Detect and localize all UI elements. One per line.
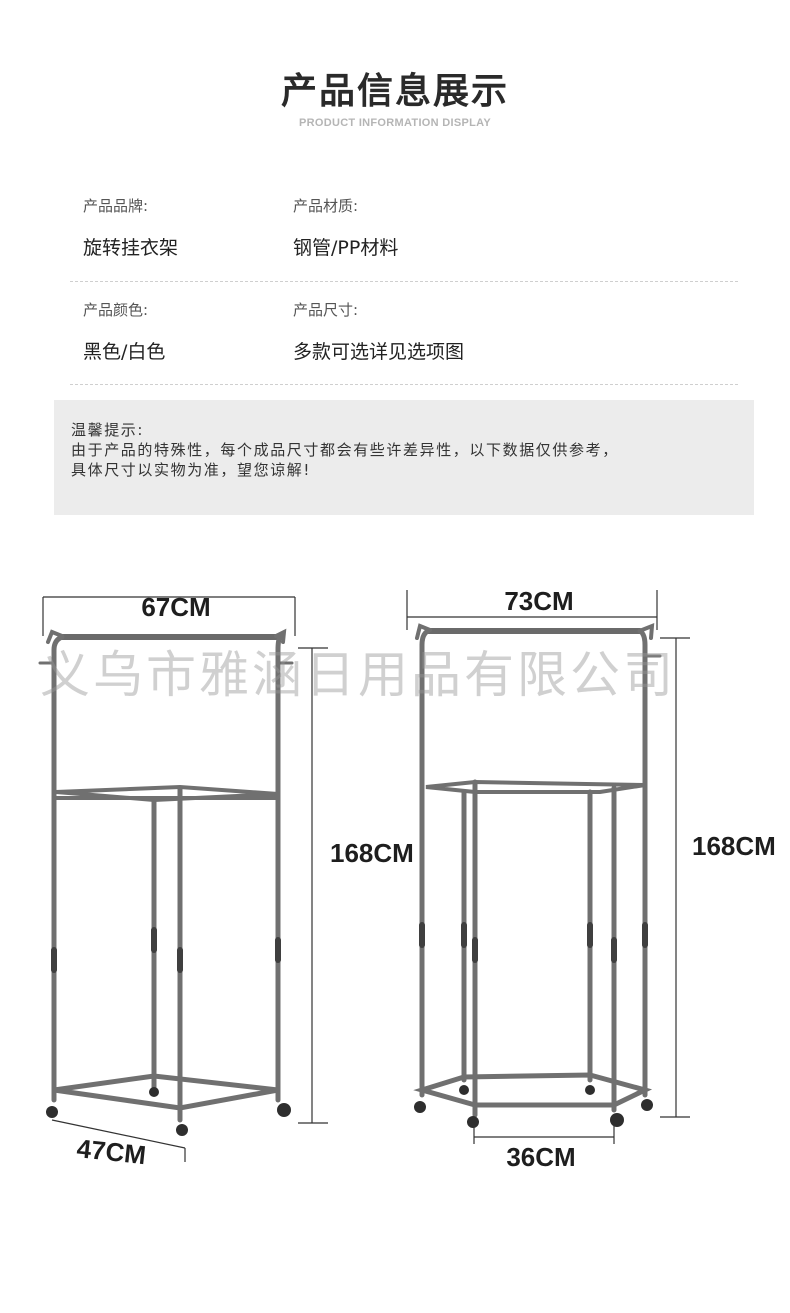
- right-height-label: 168CM: [692, 831, 776, 861]
- brand-value: 旋转挂衣架: [83, 237, 179, 259]
- left-width-label: 67CM: [141, 592, 210, 622]
- page-title: 产品信息展示: [280, 71, 509, 112]
- brand-label: 产品品牌:: [83, 197, 149, 215]
- size-label: 产品尺寸:: [293, 301, 359, 319]
- material-label: 产品材质:: [293, 197, 359, 215]
- product-dimension-diagram: 67CM 168CM 47CM: [38, 586, 776, 1172]
- notice-box: 温馨提示: 由于产品的特殊性，每个成品尺寸都会有些许差异性，以下数据仅供参考， …: [54, 400, 754, 515]
- size-value: 多款可选详见选项图: [293, 341, 465, 363]
- divider: [70, 384, 738, 385]
- notice-line: 具体尺寸以实物为准，望您谅解!: [71, 461, 312, 479]
- material-value: 钢管/PP材料: [293, 237, 399, 259]
- left-dimension-lines: [42, 596, 328, 1162]
- left-depth-label: 47CM: [75, 1133, 147, 1170]
- right-depth-label: 36CM: [506, 1142, 575, 1172]
- watermark-text: 义乌市雅涵日用品有限公司: [40, 646, 676, 704]
- right-rack-wheels: [414, 1085, 653, 1128]
- notice-line: 由于产品的特殊性，每个成品尺寸都会有些许差异性，以下数据仅供参考，: [71, 441, 619, 459]
- color-value: 黑色/白色: [83, 341, 166, 363]
- right-width-label: 73CM: [504, 586, 573, 616]
- left-rack-wheels: [46, 1087, 291, 1136]
- page-subtitle: PRODUCT INFORMATION DISPLAY: [298, 117, 492, 129]
- color-label: 产品颜色:: [83, 301, 149, 319]
- left-height-label: 168CM: [330, 838, 414, 868]
- left-rack-drawing: [38, 628, 294, 1123]
- divider: [70, 281, 738, 282]
- right-rack-drawing: [413, 622, 662, 1118]
- notice-heading: 温馨提示:: [71, 421, 145, 439]
- right-dimension-lines: [406, 590, 690, 1144]
